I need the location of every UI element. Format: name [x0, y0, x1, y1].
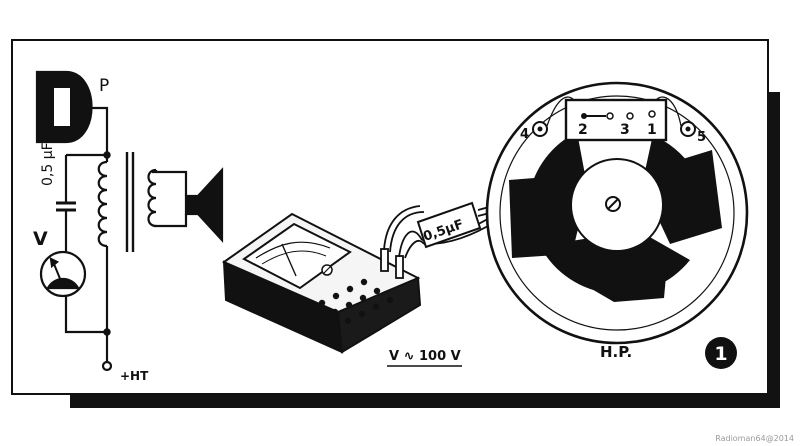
plate-wire [92, 106, 109, 155]
range-sockets [318, 278, 394, 325]
side-label-5: 5 [697, 130, 706, 145]
wire-to-terminal-5 [655, 96, 682, 127]
tube-symbol [35, 70, 93, 144]
secondary-coil [147, 168, 157, 228]
speaker-symbol-magnet [184, 194, 200, 216]
credit-watermark: Radioman64@2014 [715, 434, 794, 443]
meter-return-wire [64, 296, 107, 334]
speaker-sector-left [509, 176, 582, 258]
card-shadow-bottom [70, 394, 780, 408]
supply-terminal [101, 360, 113, 372]
speaker-label: H.P. [600, 343, 632, 361]
terminal-label-3: 3 [620, 122, 630, 138]
probe-plug-left [380, 248, 389, 272]
loudspeaker [485, 81, 749, 345]
multimeter-dial [242, 222, 352, 290]
meter-label: V [33, 228, 48, 250]
voltmeter-symbol [39, 250, 87, 298]
lead-right [398, 230, 423, 258]
dial-scale [255, 241, 331, 259]
terminal-1 [626, 112, 634, 120]
speaker-symbol-cone [196, 167, 224, 243]
terminal-label-1: 1 [647, 122, 657, 138]
terminal-strip [564, 98, 668, 142]
dial-needle [281, 243, 297, 277]
card-shadow-right [769, 92, 780, 408]
secondary-wire-top [152, 170, 188, 196]
figure-number: 1 [714, 343, 727, 365]
secondary-wire-bottom [154, 214, 188, 228]
dial-scale-inner [261, 250, 327, 265]
supply-label: +HT [120, 369, 149, 383]
primary-coil [97, 160, 108, 248]
terminal-3 [606, 112, 614, 120]
probe-capacitor [416, 201, 482, 249]
multimeter [221, 212, 422, 354]
speaker-sector-right [656, 150, 722, 244]
plate-label: P [99, 76, 109, 96]
meter-range-label: V ∿ 100 V [389, 349, 461, 364]
wire-to-terminal-4 [546, 96, 575, 127]
schematic [35, 70, 224, 372]
side-label-4: 4 [520, 127, 529, 142]
terminal-label-2: 2 [578, 122, 588, 138]
speaker-sector-bottom [566, 244, 668, 302]
capacitor-label: 0,5 µF [40, 142, 56, 186]
figure-number-badge [705, 337, 737, 369]
probe-plug-right [395, 255, 404, 279]
lead-left-to-capacitor [383, 205, 421, 251]
